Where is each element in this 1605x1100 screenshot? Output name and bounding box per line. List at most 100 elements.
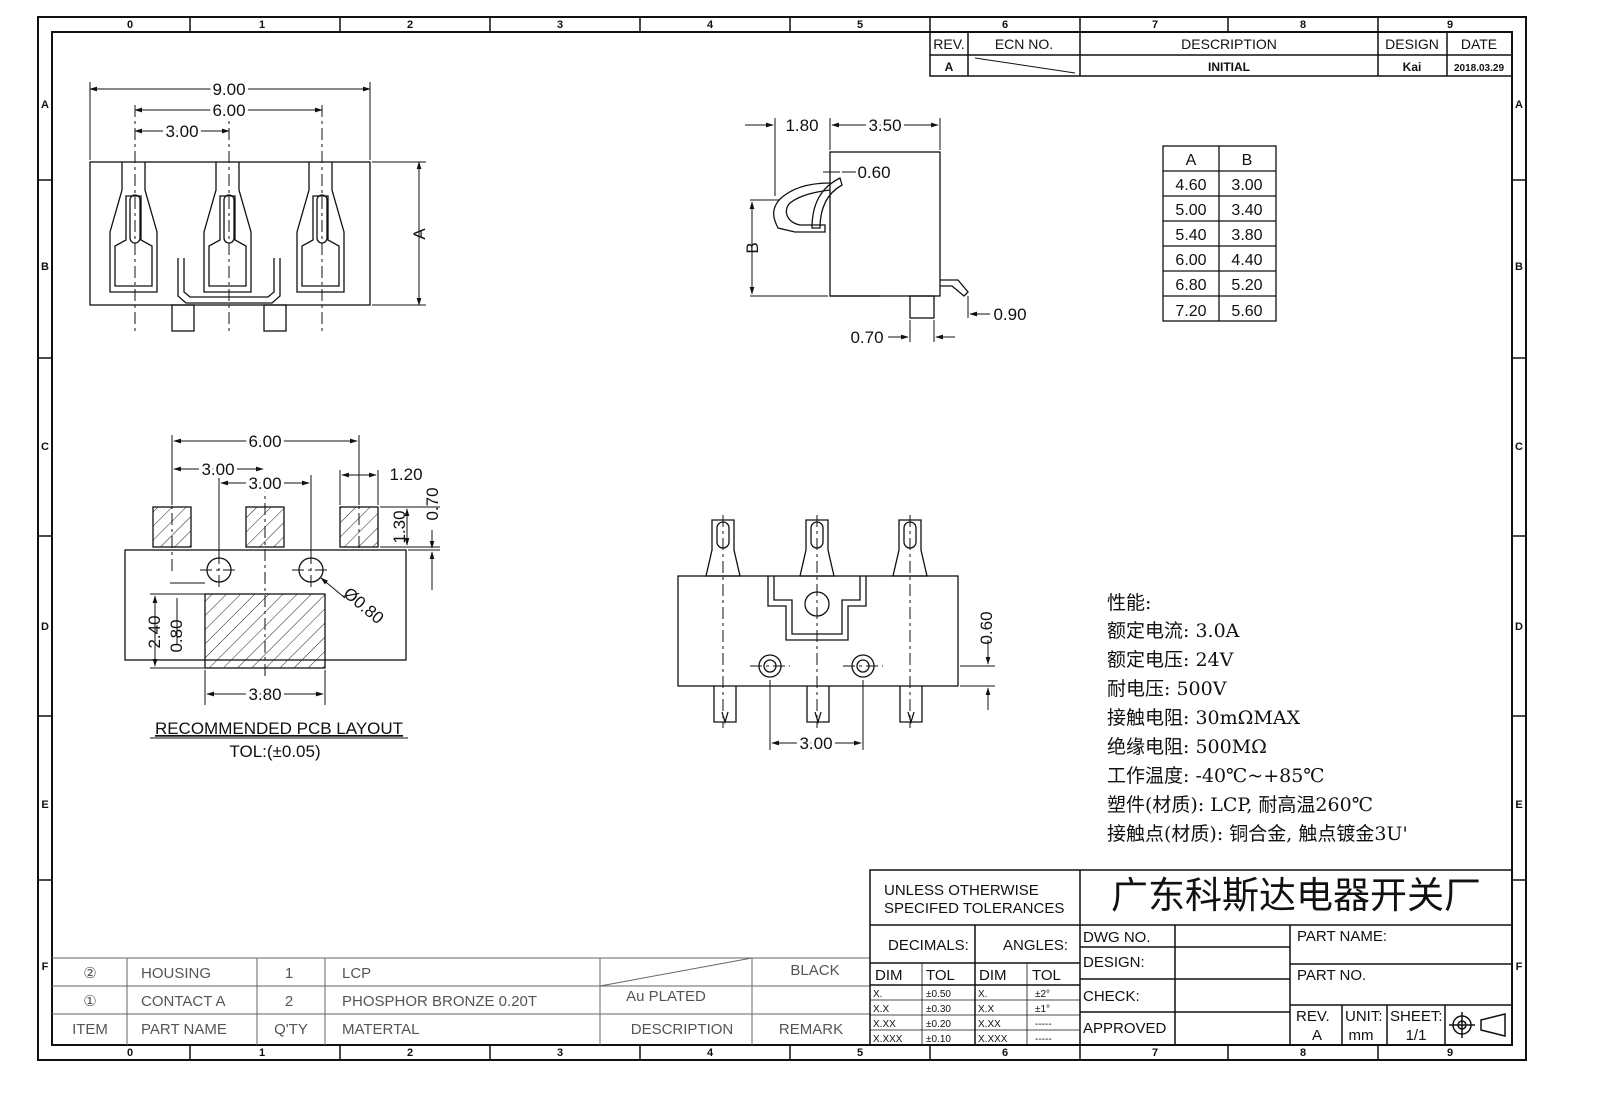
angle-dim: X.XX [978,1019,1001,1030]
col-label: 7 [1152,19,1158,31]
performance-heading: 性能: [1107,592,1151,614]
bom-table: ② HOUSING 1 LCP BLACK ① CONTACT A 2 PHOS… [52,957,870,1045]
rev-header: REV. [933,36,964,52]
col-label: 8 [1300,19,1306,31]
decimal-tol: ±0.10 [926,1034,951,1045]
angle-dim: X.XXX [978,1034,1008,1045]
dim-overall-width: 9.00 [212,80,245,99]
sheet-label: SHEET: [1390,1008,1443,1025]
dim-side-2-bg: 3.50 [868,116,901,135]
col-label: 2 [407,1047,413,1059]
approved-label: APPROVED [1083,1020,1167,1037]
bottom-contact [892,519,928,577]
dim-pcb-hole: Ø0.80 [340,584,388,628]
bom-qty: 1 [285,965,293,982]
bom-part: CONTACT A [141,993,225,1010]
row-label: D [1515,621,1523,633]
dim-side-1: 1.80 [785,116,818,135]
size-table-header-a: A [1186,152,1197,169]
front-view: 9.00 9.00 6.00 6.00 3.00 3.00 A [89,77,429,335]
dim-label: DIM [979,967,1007,984]
col-label: 6 [1002,19,1008,31]
projection-symbol-icon [1449,1012,1506,1038]
bottom-contact [799,519,835,577]
dim-side-4: 0.70 [850,328,883,347]
bom-header-material: MATERTAL [342,1021,420,1038]
decimal-dim: X. [873,989,882,1000]
col-label: 4 [707,19,714,31]
dim-side-2: 3.50 [868,116,901,135]
row-label: E [1515,799,1522,811]
col-label: 3 [557,19,563,31]
row-label: C [1515,441,1523,453]
performance-line: 额定电压: 24V [1107,649,1234,671]
col-label: 0 [127,19,133,31]
dim-pitch: 3.00 [165,122,198,141]
performance-line: 额定电流: 3.0A [1107,620,1240,642]
bom-header-description: DESCRIPTION [631,1021,734,1038]
size-table-header-b: B [1242,152,1253,169]
frame-zone-ticks [38,17,1526,1060]
col-label: 8 [1300,1047,1306,1059]
dim-pcb-pad-h: 1.30 [390,510,409,543]
dim-outer-pitch: 6.00 [212,101,245,120]
bottom-contact [705,519,741,577]
bom-item: ② [83,965,96,982]
dim-bottom-pitch: 3.00 [799,734,832,753]
dim-pcb-pad-big-w-bg: 3.80 [248,685,281,704]
dim-label: DIM [875,967,903,984]
dim-bottom-pitch-bg: 3.00 [799,734,832,753]
decimals-label: DECIMALS: [888,937,969,954]
performance-line: 塑件(材质): LCP, 耐高温260℃ [1107,794,1373,816]
bottom-view: 0.60 3.00 3.00 [677,515,996,756]
frame-row-labels-right: A B C D E F [1515,99,1523,973]
row-label: B [41,261,49,273]
revision-block: REV. ECN NO. DESCRIPTION DESIGN DATE A I… [929,31,1513,77]
front-housing [89,161,371,306]
decimal-dim: X.XX [873,1019,896,1030]
bom-remark: BLACK [790,962,839,979]
dwg-no-label: DWG NO. [1083,929,1151,946]
row-label: C [41,441,49,453]
bom-header-remark: REMARK [779,1021,843,1038]
dim-pcb-pad-w: 1.20 [389,465,422,484]
description-header: DESCRIPTION [1181,36,1277,52]
decimal-dim: X.X [873,1004,889,1015]
date-header: DATE [1461,36,1497,52]
date-value: 2018.03.29 [1454,63,1504,74]
row-label: E [41,799,48,811]
col-label: 5 [857,19,863,31]
bom-material: PHOSPHOR BRONZE 0.20T [342,993,537,1010]
dim-bottom-offset: 0.60 [977,611,996,644]
pcb-layout-title: RECOMMENDED PCB LAYOUT [155,719,403,738]
frame-column-labels-top: 0 1 2 3 4 5 6 7 8 9 [127,19,1453,31]
size-table-cell: 5.20 [1231,277,1262,294]
dim-pcb-span-bg: 6.00 [248,432,281,451]
dim-height-b: B [743,242,762,253]
col-label: 9 [1447,19,1453,31]
unit-label: UNIT: [1345,1008,1383,1025]
front-contact [203,162,252,293]
title-block: UNLESS OTHERWISE SPECIFED TOLERANCES 广东科… [869,869,1513,1046]
col-label: 6 [1002,1047,1008,1059]
dim-pitch-outer-bg: 6.00 [212,101,245,120]
bom-description: Au PLATED [626,988,706,1005]
row-label: A [1515,99,1523,111]
angle-tol: ±2° [1035,989,1050,1000]
bom-header-part: PART NAME [141,1021,227,1038]
dim-pcb-pitch-a: 3.00 [201,460,234,479]
size-table-cell: 4.40 [1231,252,1262,269]
size-table-cell: 6.00 [1175,252,1206,269]
row-label: F [1516,961,1523,973]
tol-label: TOL [1032,967,1061,984]
design-header: DESIGN [1385,36,1439,52]
size-table-cell: 5.60 [1231,303,1262,320]
size-table-cell: 7.20 [1175,303,1206,320]
performance-line: 接触电阻: 30mΩMAX [1107,707,1301,729]
col-label: 9 [1447,1047,1453,1059]
angle-tol: ±1° [1035,1004,1050,1015]
col-label: 3 [557,1047,563,1059]
size-table-cell: 3.00 [1231,177,1262,194]
part-name-label: PART NAME: [1297,928,1387,945]
